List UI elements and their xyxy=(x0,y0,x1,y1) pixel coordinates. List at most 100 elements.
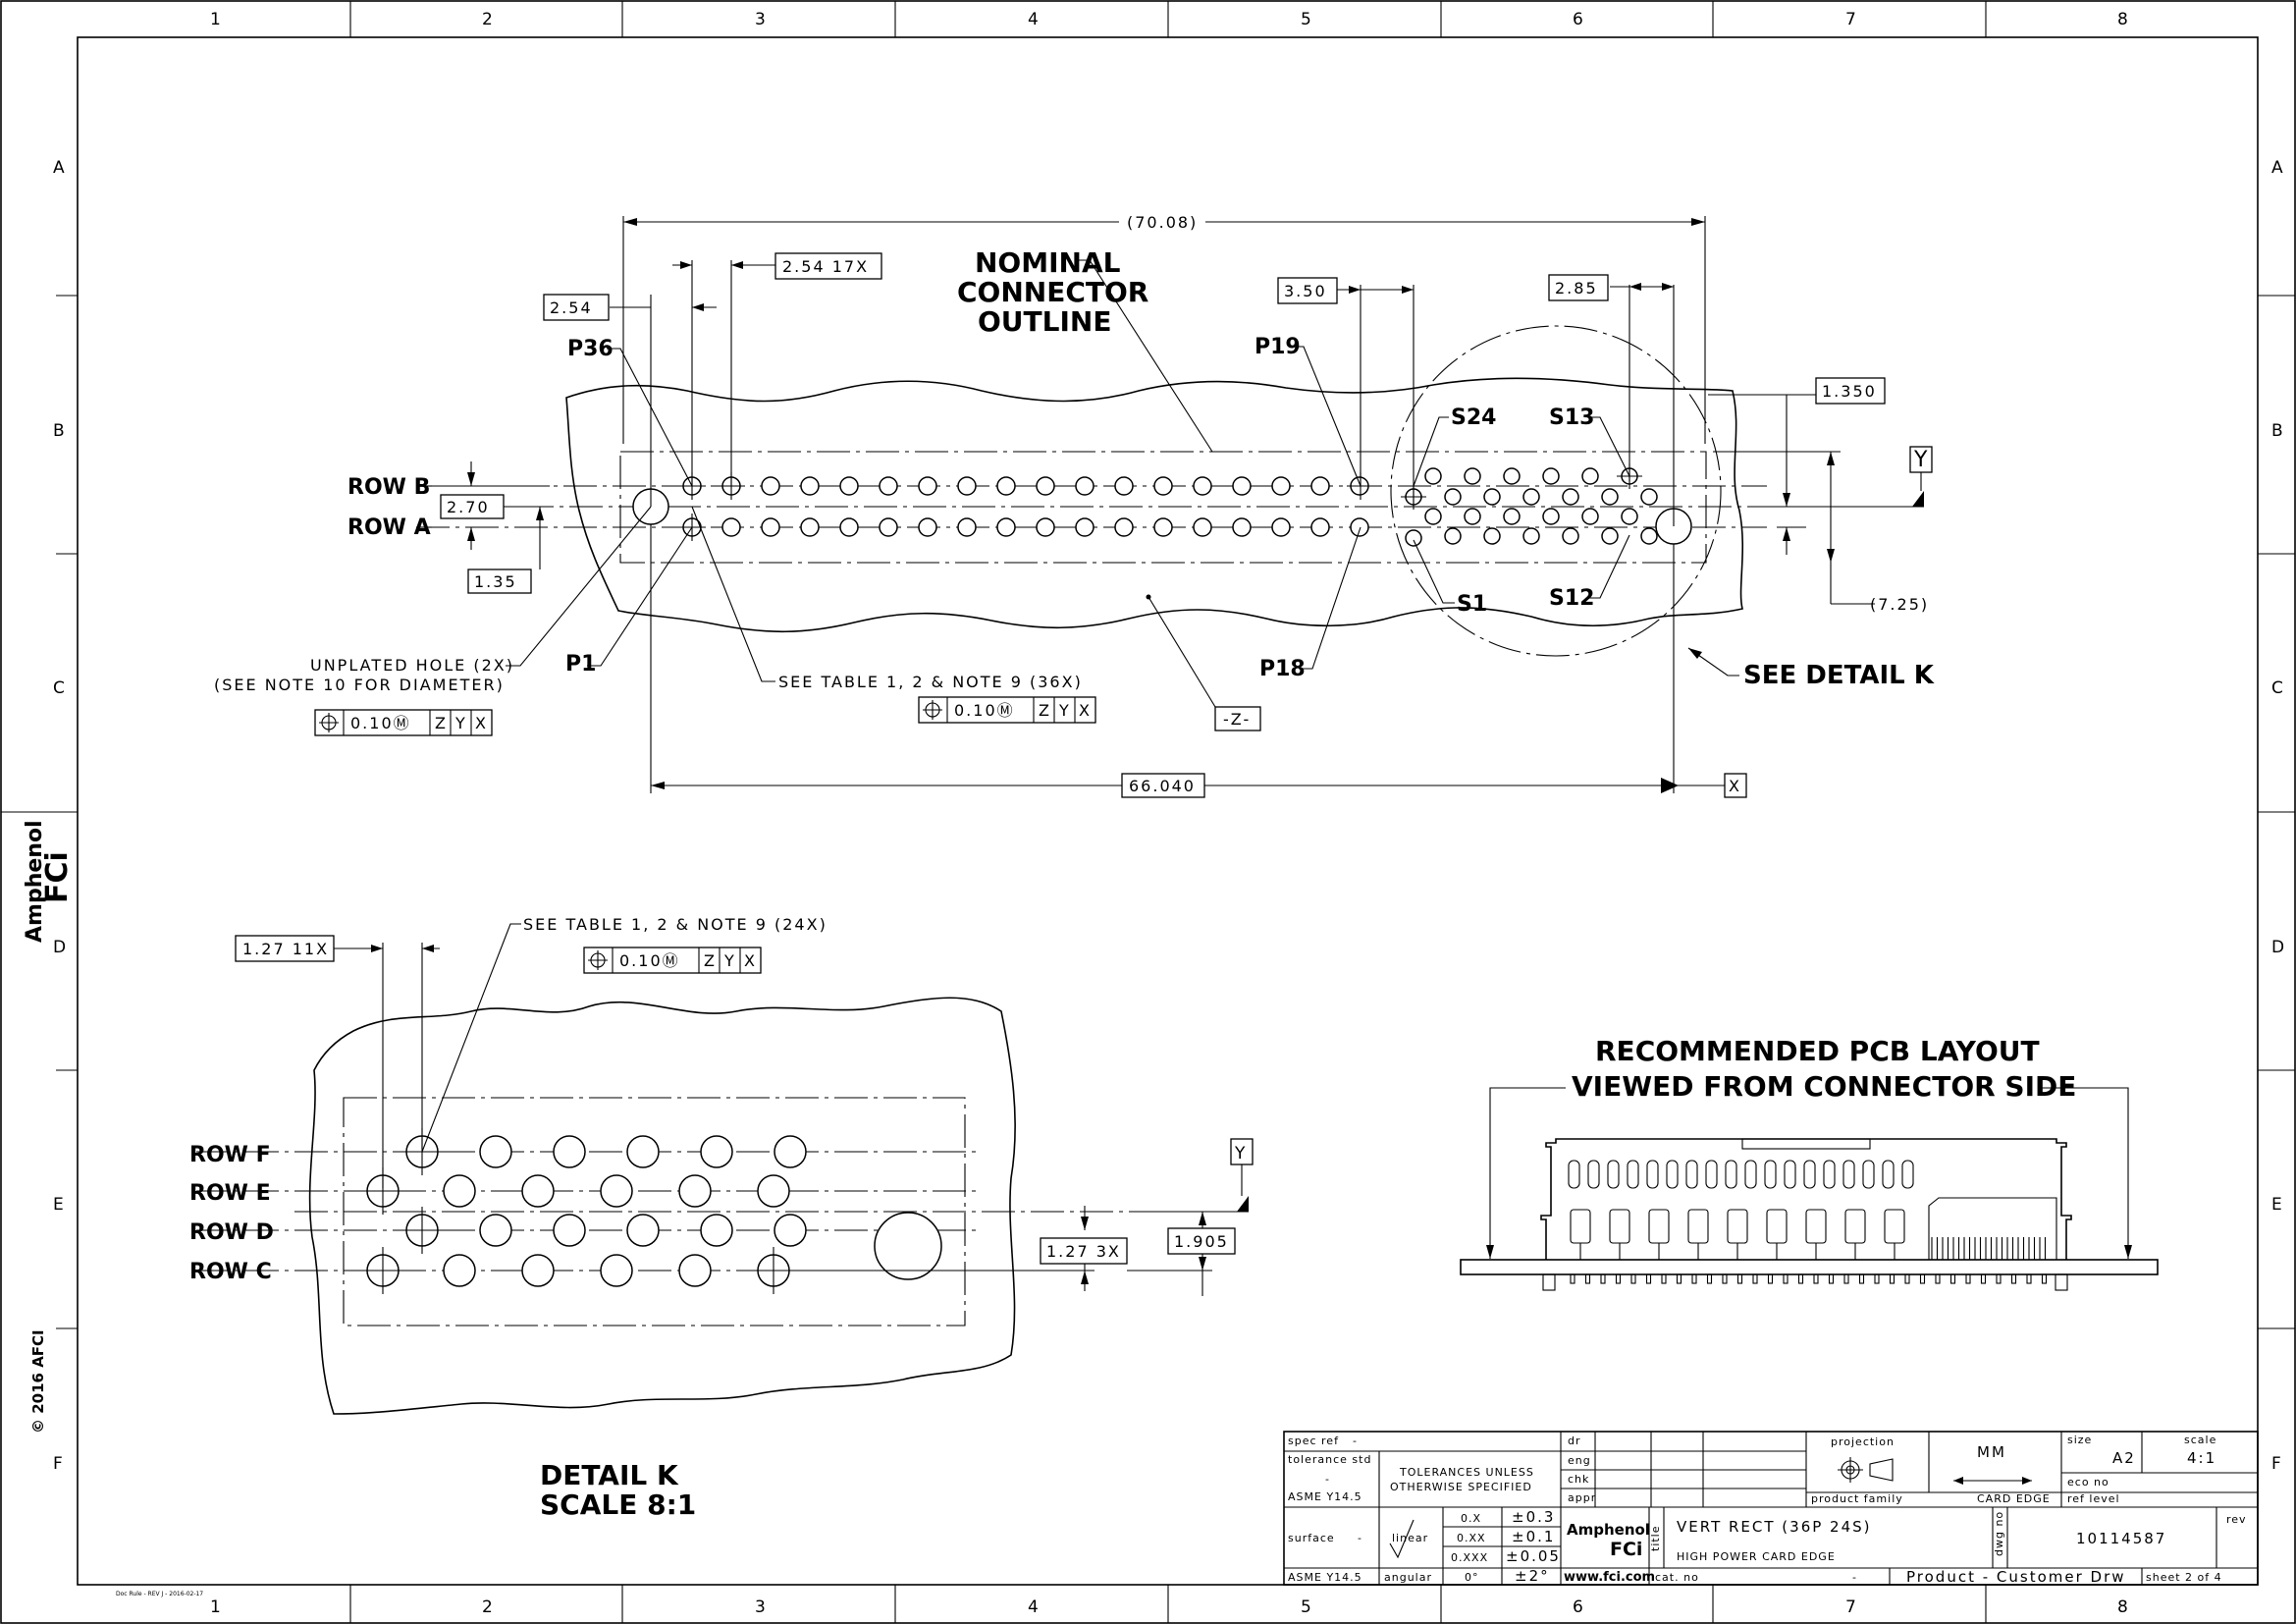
tb-tol-deg-val: ±2° xyxy=(1515,1567,1550,1585)
pcb-upper-slot xyxy=(1646,1160,1659,1189)
signal-hole xyxy=(1444,527,1462,545)
signal-hole xyxy=(1581,508,1599,525)
pcb-upper-slot xyxy=(1764,1160,1777,1189)
detail-row-d: ROW D xyxy=(189,1220,274,1245)
pcb-power-contact xyxy=(1648,1209,1670,1244)
pcb-tail xyxy=(2010,1273,2017,1284)
signal-hole xyxy=(1483,527,1501,545)
see-table-36x: SEE TABLE 1, 2 & NOTE 9 (36X) xyxy=(778,673,1083,691)
signal-hole xyxy=(1562,488,1579,506)
signal-hole xyxy=(1542,508,1560,525)
pcb-tail xyxy=(1691,1273,1697,1284)
signal-hole xyxy=(1503,467,1521,485)
datum-z-box xyxy=(1214,706,1261,731)
pcb-tail xyxy=(1874,1273,1880,1284)
dim-66040: 66.040 xyxy=(1129,777,1196,795)
fcf-24x: 0.10Ⓜ Z Y X xyxy=(583,947,762,974)
datum-x-label: X xyxy=(1729,777,1739,795)
tb-brand-2: FCi xyxy=(1610,1539,1642,1560)
tb-title-sub: HIGH POWER CARD EDGE xyxy=(1677,1550,1836,1563)
tb-size-label: size xyxy=(2067,1434,2092,1446)
pin-hole xyxy=(839,517,859,537)
detail-hole xyxy=(479,1214,512,1247)
pcb-power-contact xyxy=(1844,1209,1866,1244)
pcb-tail xyxy=(1843,1273,1849,1284)
pcb-tail xyxy=(1980,1273,1987,1284)
zone-col-3-top: 3 xyxy=(755,10,766,29)
pin-hole xyxy=(1232,476,1252,496)
pin-hole xyxy=(918,517,937,537)
dim-p19-offset: 3.50 xyxy=(1284,282,1327,300)
pcb-power-contact xyxy=(1570,1209,1591,1244)
pcb-tail xyxy=(1904,1273,1910,1284)
zone-row-E-right: E xyxy=(2271,1195,2282,1215)
pcb-tail xyxy=(1584,1273,1591,1284)
signal-hole xyxy=(1640,488,1658,506)
signal-hole xyxy=(1562,527,1579,545)
pcb-upper-slot xyxy=(1725,1160,1737,1189)
pin-hole xyxy=(879,517,898,537)
signal-hole xyxy=(1601,527,1619,545)
pcb-tail xyxy=(1645,1273,1652,1284)
pcb-tail xyxy=(1919,1273,1926,1284)
signal-hole-s1 xyxy=(1405,529,1422,547)
tb-product-family-label: product family xyxy=(1811,1492,1903,1505)
pcb-tail xyxy=(1767,1273,1774,1284)
fcf-unplated-tol: 0.10Ⓜ xyxy=(350,714,411,732)
pin-hole xyxy=(1232,517,1252,537)
pcb-title-1: RECOMMENDED PCB LAYOUT xyxy=(1595,1035,2040,1067)
pin-hole xyxy=(1193,517,1212,537)
tb-tolerance-std-label: tolerance std xyxy=(1288,1453,1371,1466)
pcb-power-contact xyxy=(1805,1209,1827,1244)
nominal-outline-2: CONNECTOR xyxy=(957,276,1148,308)
side-brand-line1: Amphenol xyxy=(23,820,47,943)
pcb-tail xyxy=(1722,1273,1728,1284)
signal-hole xyxy=(1424,508,1442,525)
tb-tol-xxx-val: ±0.05 xyxy=(1506,1547,1561,1565)
detail-row-e: ROW E xyxy=(189,1181,271,1206)
pcb-tail xyxy=(1783,1273,1789,1284)
zone-col-3-bottom: 3 xyxy=(755,1597,766,1617)
tb-units: MM xyxy=(1977,1443,2006,1461)
signal-hole xyxy=(1464,508,1481,525)
detail-hole xyxy=(521,1174,555,1208)
pcb-upper-slot xyxy=(1607,1160,1620,1189)
fcf-36x-y: Y xyxy=(1058,701,1071,720)
pcb-tail xyxy=(1661,1273,1667,1284)
zone-row-B-left: B xyxy=(53,421,65,441)
detail-k-circle xyxy=(1390,325,1722,657)
dim-135: 1.35 xyxy=(474,572,517,591)
tb-tolerance-std-value: - xyxy=(1325,1473,1330,1486)
tb-website: www.fci.com xyxy=(1564,1570,1655,1585)
detail-hole xyxy=(600,1174,633,1208)
fcf-36x-tol: 0.10Ⓜ xyxy=(954,701,1015,720)
zone-col-7-bottom: 7 xyxy=(1845,1597,1856,1617)
detail-hole xyxy=(700,1214,733,1247)
pcb-upper-slot xyxy=(1627,1160,1639,1189)
pin-hole xyxy=(996,517,1016,537)
tb-angular-label: angular xyxy=(1384,1571,1432,1584)
dim-725: (7.25) xyxy=(1870,595,1929,614)
pcb-tail xyxy=(1889,1273,1896,1284)
tb-tol-unless-1: TOLERANCES UNLESS xyxy=(1399,1466,1534,1479)
pin-hole xyxy=(957,517,977,537)
dim-270: 2.70 xyxy=(447,498,490,516)
zone-row-F-right: F xyxy=(2271,1454,2281,1474)
tb-eng: eng xyxy=(1568,1454,1591,1467)
pcb-power-contact xyxy=(1727,1209,1748,1244)
zone-col-6-bottom: 6 xyxy=(1573,1597,1583,1617)
pin-hole xyxy=(1075,476,1095,496)
label-p1: P1 xyxy=(565,652,596,677)
detail-board-outline xyxy=(308,997,1016,1415)
side-brand-logo: Amphenol xyxy=(23,820,47,943)
pcb-tail xyxy=(1706,1273,1713,1284)
tb-brand-1: Amphenol xyxy=(1567,1521,1650,1539)
zone-row-C-right: C xyxy=(2271,678,2283,698)
zone-col-4-bottom: 4 xyxy=(1028,1597,1039,1617)
pcb-slots xyxy=(1542,1160,2068,1291)
tb-tol-xx-val: ±0.1 xyxy=(1512,1528,1555,1545)
label-s24: S24 xyxy=(1451,406,1496,430)
detail-unplated-hole xyxy=(874,1212,942,1280)
pcb-tail xyxy=(1828,1273,1835,1284)
